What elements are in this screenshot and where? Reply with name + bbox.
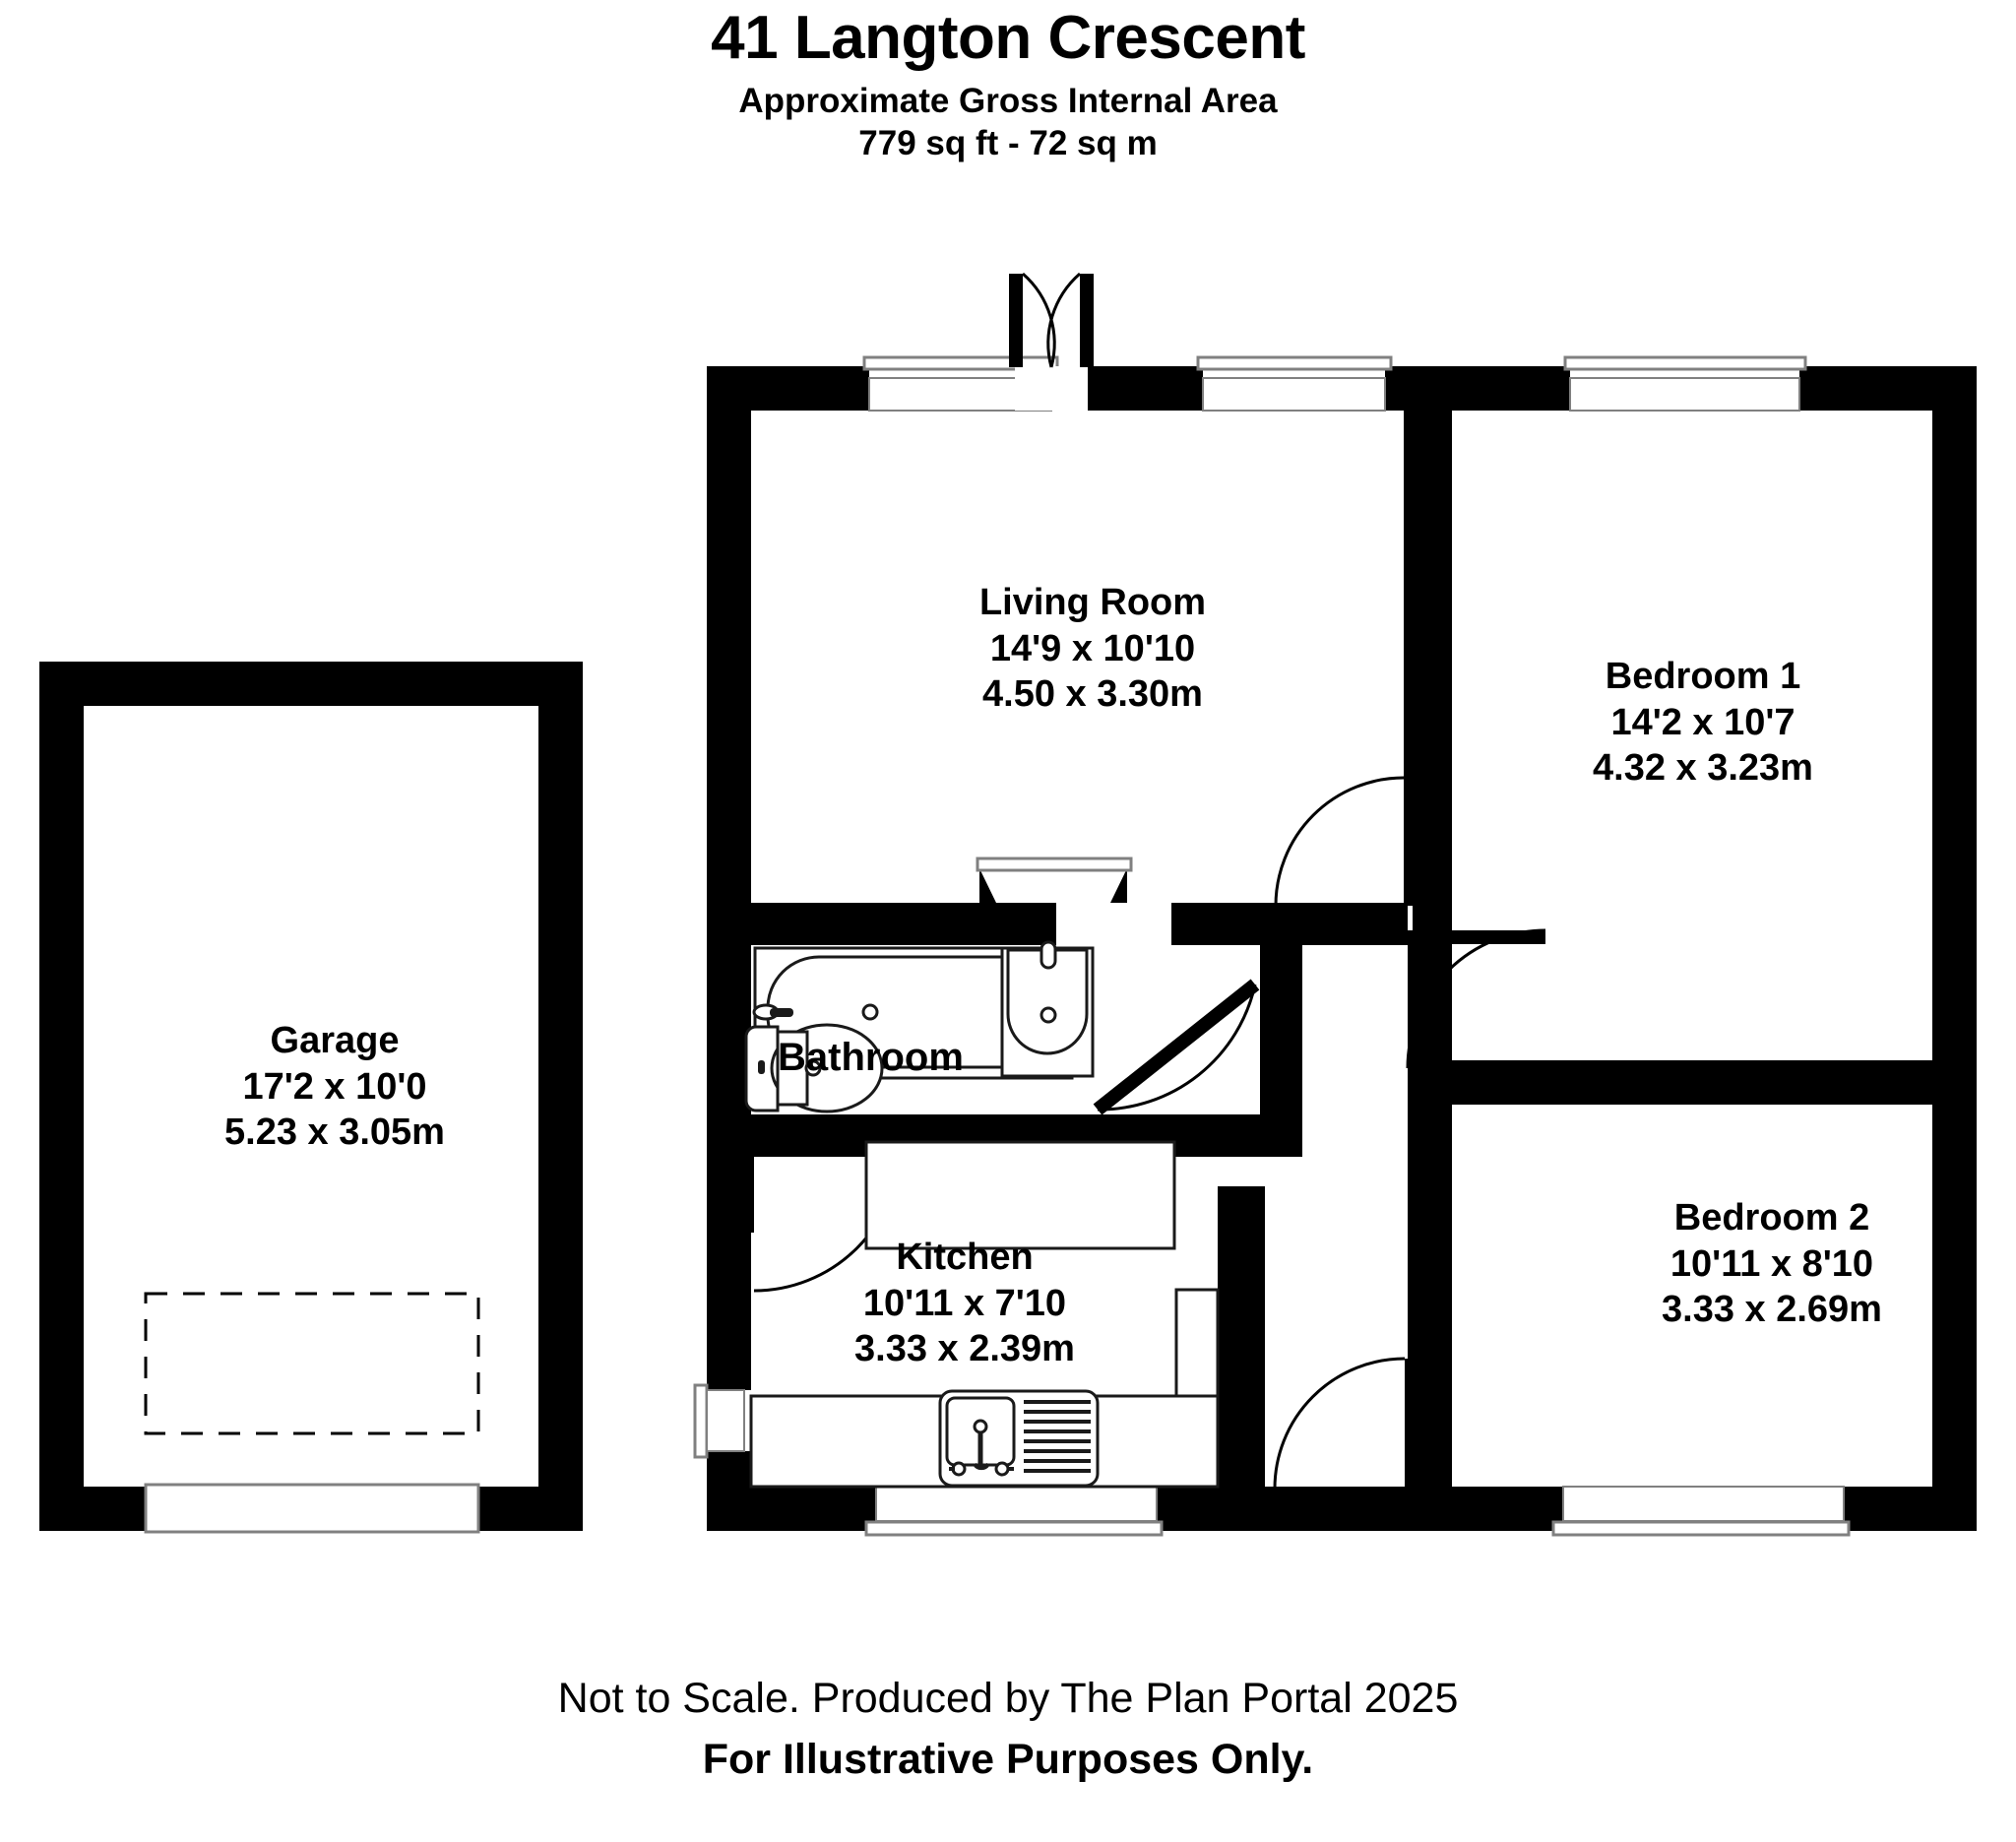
- bathroom-floor: [751, 945, 1302, 1114]
- living-room-dim-metric: 4.50 x 3.30m: [982, 672, 1203, 715]
- window-bedroom-1-top: [1563, 355, 1807, 412]
- hallway-floor: [1055, 916, 1408, 1487]
- room-label-living-room: Living Room 14'9 x 10'10 4.50 x 3.30m: [797, 581, 1388, 717]
- kitchen-sink-icon: [938, 1389, 1100, 1488]
- kitchen-worktop-upper: [864, 1140, 1176, 1250]
- french-doors-living-room: [1009, 272, 1094, 411]
- door-living-room: [1274, 776, 1418, 907]
- bedroom-2-dim-metric: 3.33 x 2.69m: [1662, 1288, 1882, 1330]
- window-living-room-top: [862, 355, 1059, 412]
- bedroom-1-dim-imperial: 14'2 x 10'7: [1610, 701, 1796, 743]
- kitchen-dim-metric: 3.33 x 2.39m: [854, 1327, 1075, 1369]
- bathroom-name: Bathroom: [778, 1036, 964, 1079]
- room-label-kitchen: Kitchen 10'11 x 7'10 3.33 x 2.39m: [689, 1236, 1240, 1371]
- garage-dim-metric: 5.23 x 3.05m: [224, 1111, 445, 1153]
- window-kitchen-bottom: [864, 1486, 1164, 1537]
- gross-internal-area-label: Approximate Gross Internal Area: [738, 82, 1278, 120]
- bedroom-1-name: Bedroom 1: [1605, 656, 1801, 697]
- kitchen-dim-imperial: 10'11 x 7'10: [862, 1282, 1067, 1324]
- disclaimer-illustrative: For Illustrative Purposes Only.: [702, 1735, 1314, 1783]
- room-label-bedroom-1: Bedroom 1 14'2 x 10'7 4.32 x 3.23m: [1398, 655, 2008, 791]
- window-kitchen-left: [693, 1383, 751, 1459]
- room-label-garage: Garage 17'2 x 10'0 5.23 x 3.05m: [79, 1019, 591, 1155]
- door-bathroom: [1093, 979, 1260, 1115]
- plan-header: 41 Langton Crescent Approximate Gross In…: [0, 8, 2016, 164]
- bathroom-fixtures: [744, 940, 1095, 1113]
- garage-door-opening-dashed: [144, 1292, 480, 1435]
- window-bathroom: [976, 857, 1133, 903]
- door-bedroom-2: [1273, 1357, 1418, 1490]
- bedroom-1-dim-metric: 4.32 x 3.23m: [1593, 746, 1813, 789]
- room-label-bedroom-2: Bedroom 2 10'11 x 8'10 3.33 x 2.69m: [1467, 1196, 2016, 1332]
- room-label-bathroom: Bathroom: [778, 1034, 1093, 1081]
- living-room-name: Living Room: [978, 582, 1207, 623]
- plan-footer: Not to Scale. Produced by The Plan Porta…: [0, 1674, 2016, 1785]
- kitchen-name: Kitchen: [896, 1237, 1034, 1278]
- gross-internal-area-value: 779 sq ft - 72 sq m: [858, 123, 1158, 162]
- garage-name: Garage: [270, 1020, 400, 1061]
- door-bedroom-1: [1406, 928, 1546, 1069]
- window-bedroom-2-bottom: [1551, 1486, 1851, 1537]
- window-hall-top: [1196, 355, 1393, 412]
- bedroom-2-dim-imperial: 10'11 x 8'10: [1670, 1242, 1874, 1285]
- garage-dim-imperial: 17'2 x 10'0: [242, 1065, 427, 1108]
- page-title: 41 Langton Crescent: [711, 4, 1305, 72]
- living-room-dim-imperial: 14'9 x 10'10: [989, 627, 1196, 669]
- disclaimer-producer: Not to Scale. Produced by The Plan Porta…: [557, 1675, 1459, 1722]
- bedroom-2-name: Bedroom 2: [1673, 1197, 1870, 1239]
